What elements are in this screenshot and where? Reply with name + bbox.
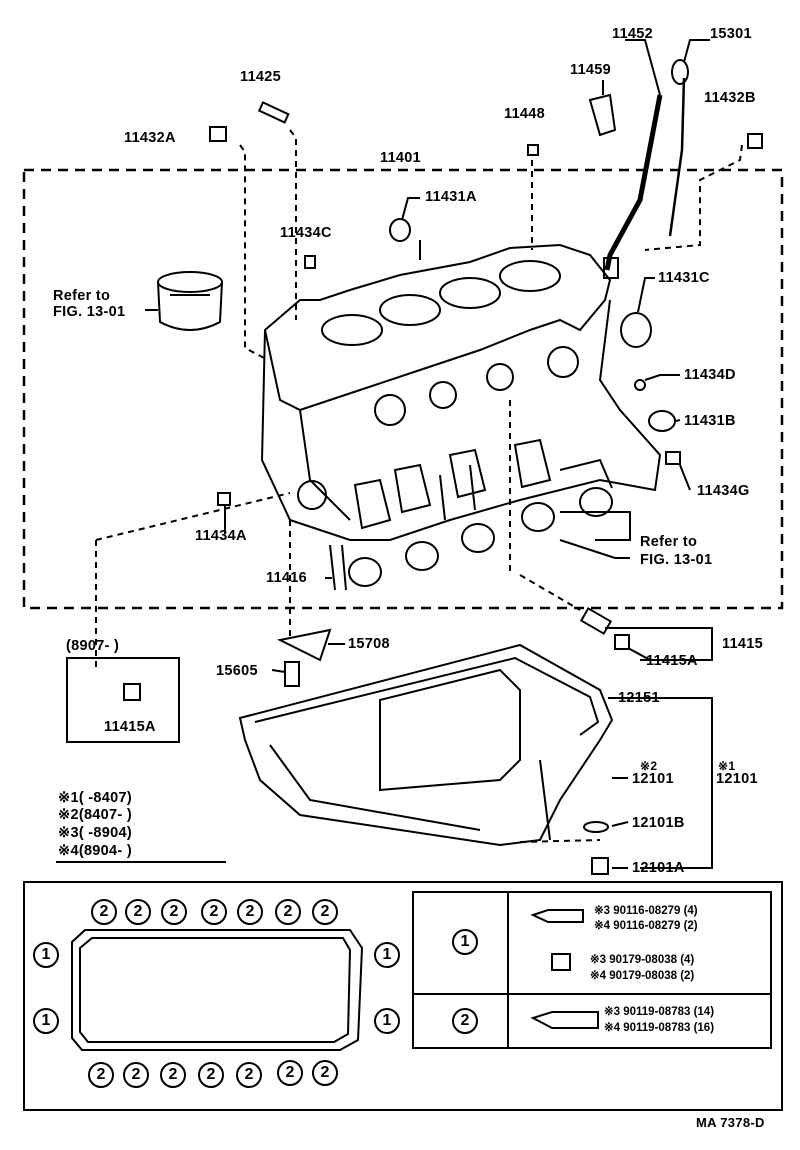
label-refer1-line2: FIG. 13-01 xyxy=(53,304,126,320)
gasket-marker-2: 2 xyxy=(88,1062,114,1088)
label-12101-right: 12101 xyxy=(716,771,758,787)
bolt-icon-1 xyxy=(530,909,584,923)
drain-plug-12101a xyxy=(591,857,609,875)
footnote-4: ※4(8904- ) xyxy=(58,843,132,859)
gasket-marker-2: 2 xyxy=(312,1060,338,1086)
gasket-marker-1: 1 xyxy=(374,942,400,968)
plug-11432b xyxy=(747,133,763,149)
plug-11431c xyxy=(620,312,652,348)
label-11434c: 11434C xyxy=(280,225,332,241)
plug-11434a xyxy=(217,492,231,506)
gasket-drawing xyxy=(71,929,364,1051)
cylinder-block-drawing xyxy=(260,243,662,591)
label-11432a: 11432A xyxy=(124,130,176,146)
label-15605: 15605 xyxy=(216,663,258,679)
inset-box xyxy=(66,657,180,743)
bolt-table xyxy=(412,891,772,1049)
plug-11434g xyxy=(665,451,681,465)
block-boundary xyxy=(22,168,784,610)
seal-11431b xyxy=(648,410,676,432)
bracket-15708 xyxy=(276,628,332,662)
plug-11415a-box xyxy=(123,683,141,701)
label-11434a: 11434A xyxy=(195,528,247,544)
label-refer1-line1: Refer to xyxy=(53,288,111,304)
stud-bolt-11425 xyxy=(257,101,290,124)
label-refer2-line1: Refer to xyxy=(640,534,698,550)
label-11431b: 11431B xyxy=(684,413,736,429)
table-row1-line1: ※3 90116-08279 (4) xyxy=(594,905,698,917)
bottom-frame xyxy=(23,881,783,1111)
plug-11432a xyxy=(209,126,227,142)
label-12151: 12151 xyxy=(618,690,660,706)
plug-11415a xyxy=(614,634,630,650)
plug-11434c xyxy=(304,255,316,269)
gasket-marker-2: 2 xyxy=(125,899,151,925)
gasket-marker-2: 2 xyxy=(275,899,301,925)
gasket-marker-2: 2 xyxy=(160,1062,186,1088)
label-11448: 11448 xyxy=(504,106,546,122)
label-11415: 11415 xyxy=(722,636,764,652)
label-11459: 11459 xyxy=(570,62,612,78)
table-marker-1: 1 xyxy=(452,929,478,955)
bolt-icon-2 xyxy=(530,1011,599,1029)
label-11415a: 11415A xyxy=(646,653,698,669)
plug-11431a xyxy=(389,218,411,242)
label-11425: 11425 xyxy=(240,69,282,85)
label-11452: 11452 xyxy=(612,26,654,42)
label-refer2-line2: FIG. 13-01 xyxy=(640,552,713,568)
bracket-11459 xyxy=(588,93,617,137)
piston-drawing xyxy=(157,271,223,331)
union-11415 xyxy=(579,607,613,635)
gasket-marker-2: 2 xyxy=(91,899,117,925)
label-12101a: 12101A xyxy=(632,860,685,876)
table-row1-line2: ※4 90116-08279 (2) xyxy=(594,920,698,932)
dipstick xyxy=(668,77,686,237)
label-8907: (8907- ) xyxy=(66,638,120,654)
gasket-marker-1: 1 xyxy=(33,1008,59,1034)
gasket-marker-2: 2 xyxy=(237,899,263,925)
footnote-3: ※3( -8904) xyxy=(58,825,132,841)
nut-icon xyxy=(551,953,571,971)
footnote-2: ※2(8407- ) xyxy=(58,807,132,823)
label-15301: 15301 xyxy=(710,26,752,42)
table-row2-line2: ※4 90119-08783 (16) xyxy=(604,1022,715,1034)
plug-11434d xyxy=(634,379,646,391)
table-row1-line4: ※4 90179-08038 (2) xyxy=(590,970,695,982)
dipstick-guide xyxy=(604,94,663,271)
gasket-marker-2: 2 xyxy=(161,899,187,925)
label-11401: 11401 xyxy=(380,150,422,166)
plug-11448 xyxy=(527,144,539,156)
label-12101-mid: 12101 xyxy=(632,771,674,787)
gasket-12101b xyxy=(583,821,609,833)
label-11415a-box: 11415A xyxy=(104,719,156,735)
plug-15605 xyxy=(284,661,300,687)
label-11434d: 11434D xyxy=(684,367,736,383)
table-marker-2: 2 xyxy=(452,1008,478,1034)
label-15708: 15708 xyxy=(348,636,390,652)
gasket-marker-1: 1 xyxy=(33,942,59,968)
drawing-id: MA 7378-D xyxy=(696,1115,765,1130)
label-11431c: 11431C xyxy=(658,270,710,286)
label-11434g: 11434G xyxy=(697,483,750,499)
gasket-marker-2: 2 xyxy=(198,1062,224,1088)
footnote-1: ※1( -8407) xyxy=(58,790,132,806)
gasket-marker-2: 2 xyxy=(123,1062,149,1088)
label-star1: ※1 xyxy=(718,759,736,773)
oil-pan-drawing xyxy=(238,643,614,847)
label-12101b: 12101B xyxy=(632,815,685,831)
gasket-marker-1: 1 xyxy=(374,1008,400,1034)
label-11432b: 11432B xyxy=(704,90,756,106)
table-row2-line1: ※3 90119-08783 (14) xyxy=(604,1006,715,1018)
table-row1-line3: ※3 90179-08038 (4) xyxy=(590,954,695,966)
gasket-marker-2: 2 xyxy=(236,1062,262,1088)
gasket-marker-2: 2 xyxy=(312,899,338,925)
label-11431a: 11431A xyxy=(425,189,477,205)
gasket-marker-2: 2 xyxy=(277,1060,303,1086)
label-star2: ※2 xyxy=(640,759,658,773)
gasket-marker-2: 2 xyxy=(201,899,227,925)
label-11416: 11416 xyxy=(266,570,308,586)
